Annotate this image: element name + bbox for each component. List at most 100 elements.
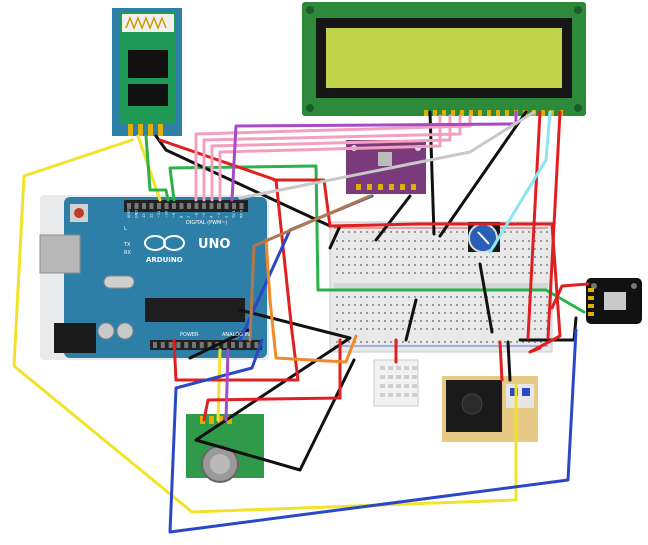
arduino-labels: ARDUINO UNO DIGITAL (PWM~) POWER ANALOG … <box>123 209 250 338</box>
dht-vent <box>396 393 401 397</box>
breadboard-hole <box>348 248 350 250</box>
breadboard-hole <box>348 296 350 298</box>
breadboard-hole <box>486 272 488 274</box>
breadboard-hole <box>546 240 548 242</box>
dht-vent <box>404 384 409 388</box>
breadboard-hole <box>474 312 476 314</box>
arduino-pin <box>184 342 189 348</box>
breadboard-hole <box>480 304 482 306</box>
arduino-pin <box>238 342 243 348</box>
rtc-module <box>586 278 642 324</box>
breadboard-hole <box>534 320 536 322</box>
breadboard-hole <box>432 312 434 314</box>
breadboard-hole <box>384 296 386 298</box>
breadboard-hole <box>408 256 410 258</box>
lcd-16x2 <box>302 2 586 116</box>
breadboard-hole <box>462 231 464 233</box>
wire-brown <box>248 194 372 342</box>
breadboard-hole <box>366 240 368 242</box>
breadboard-hole <box>336 264 338 266</box>
breadboard-hole <box>420 320 422 322</box>
breadboard-hole <box>402 248 404 250</box>
arduino-pin-label: 13 <box>142 214 146 218</box>
arduino-pin <box>153 342 157 348</box>
breadboard-hole <box>504 272 506 274</box>
breadboard-hole <box>372 272 374 274</box>
breadboard-hole <box>468 296 470 298</box>
breadboard-hole <box>396 248 398 250</box>
breadboard <box>329 221 553 353</box>
breadboard-hole <box>444 231 446 233</box>
breadboard-hole <box>432 256 434 258</box>
wire-red-gas <box>202 338 342 422</box>
dht-vent <box>412 393 417 397</box>
breadboard-hole <box>420 231 422 233</box>
breadboard-hole <box>450 240 452 242</box>
dht-vent <box>412 384 417 388</box>
breadboard-hole <box>336 328 338 330</box>
breadboard-hole <box>402 264 404 266</box>
potentiometer <box>468 222 500 253</box>
breadboard-hole <box>456 328 458 330</box>
breadboard-hole <box>426 240 428 242</box>
breadboard-hole <box>414 248 416 250</box>
breadboard-hole <box>408 296 410 298</box>
breadboard-hole <box>372 296 374 298</box>
breadboard-hole <box>444 328 446 330</box>
breadboard-hole <box>414 240 416 242</box>
breadboard-hole <box>420 240 422 242</box>
wire-orange <box>264 238 358 364</box>
dht-vent <box>412 375 417 379</box>
breadboard-hole <box>348 256 350 258</box>
breadboard-hole <box>384 231 386 233</box>
arduino-pin-label: 2 <box>225 216 229 218</box>
breadboard-hole <box>402 304 404 306</box>
breadboard-hole <box>534 264 536 266</box>
breadboard-hole <box>450 320 452 322</box>
breadboard-hole <box>456 304 458 306</box>
wire-black-bb2 <box>404 298 418 342</box>
breadboard-hole <box>522 231 524 233</box>
breadboard-hole <box>420 341 422 343</box>
breadboard-hole <box>384 328 386 330</box>
breadboard-hole <box>450 264 452 266</box>
wire-red-rtc <box>550 282 590 310</box>
breadboard-hole <box>372 320 374 322</box>
breadboard-hole <box>390 304 392 306</box>
breadboard-hole <box>534 248 536 250</box>
breadboard-hole <box>360 240 362 242</box>
breadboard-hole <box>348 231 350 233</box>
breadboard-hole <box>402 296 404 298</box>
breadboard-hole <box>438 256 440 258</box>
breadboard-hole <box>378 296 380 298</box>
breadboard-hole <box>546 272 548 274</box>
breadboard-hole <box>516 272 518 274</box>
breadboard-hole <box>450 328 452 330</box>
breadboard-hole <box>402 320 404 322</box>
breadboard-hole <box>372 341 374 343</box>
lcd-pin <box>433 110 437 116</box>
breadboard-hole <box>492 341 494 343</box>
breadboard-hole <box>504 304 506 306</box>
breadboard-hole <box>456 320 458 322</box>
breadboard-hole <box>342 231 344 233</box>
rtc-pin <box>588 288 594 292</box>
breadboard-hole <box>378 304 380 306</box>
breadboard-hole <box>372 304 374 306</box>
breadboard-hole <box>390 312 392 314</box>
breadboard-hole <box>378 328 380 330</box>
breadboard-hole <box>420 296 422 298</box>
breadboard-hole <box>378 264 380 266</box>
breadboard-hole <box>432 272 434 274</box>
dht-vent <box>380 375 385 379</box>
breadboard-hole <box>414 264 416 266</box>
breadboard-hole <box>372 240 374 242</box>
breadboard-hole <box>480 256 482 258</box>
breadboard-hole <box>348 272 350 274</box>
arduino-pin <box>179 203 184 209</box>
breadboard-hole <box>444 312 446 314</box>
breadboard-hole <box>474 341 476 343</box>
breadboard-hole <box>426 248 428 250</box>
breadboard-hole <box>522 320 524 322</box>
